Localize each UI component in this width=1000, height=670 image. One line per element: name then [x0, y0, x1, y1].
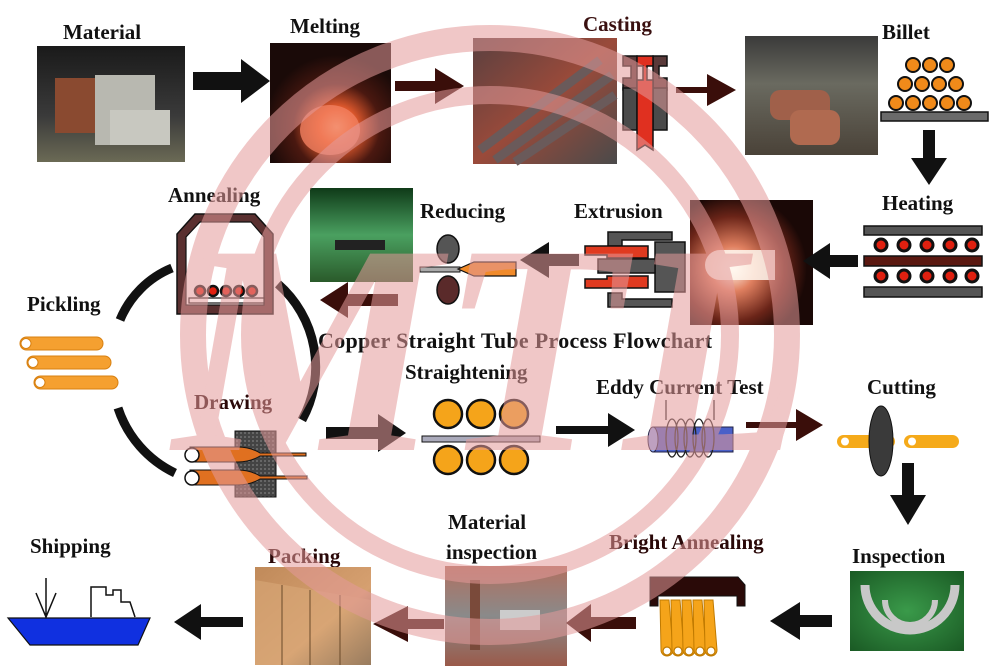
ship-icon [6, 578, 151, 646]
arrow-extrusion-to-reducing [520, 242, 579, 278]
casting-photo [473, 38, 618, 166]
straightening-rolls-icon [421, 398, 541, 476]
cutting-disc-icon [837, 405, 959, 477]
step-label-billet: Billet [882, 20, 930, 44]
arrow-reducing-to-annealing [320, 282, 398, 318]
arrow-straightening-to-eddy [556, 413, 635, 447]
pickled-tubes-icon [19, 336, 119, 390]
step-label-pickling: Pickling [27, 292, 101, 316]
arrow-packing-to-shipping [174, 604, 243, 640]
arrow-inspection-to-bright-annealing [770, 602, 832, 640]
arrow-casting-to-billet [676, 74, 736, 106]
material-photo [37, 46, 185, 162]
arrow-drawing-to-straightening [326, 414, 406, 452]
arrow-heating-to-extrusion [803, 243, 858, 279]
arrow-material-inspection-to-packing [373, 606, 444, 642]
drawing-die-icon [184, 430, 308, 498]
arrow-cutting-to-inspection [890, 463, 926, 525]
heating-furnace-icon [863, 225, 983, 298]
casting-mold-icon [622, 55, 668, 152]
arrow-eddy-to-cutting [746, 409, 823, 441]
arrow-bright-annealing-to-material-inspection [566, 604, 636, 642]
step-label-material: Material [63, 20, 142, 44]
reducing-rolls-icon [419, 234, 517, 305]
packing-crate-photo [255, 567, 371, 665]
step-label-cutting: Cutting [867, 375, 936, 399]
step-label-heating: Heating [882, 191, 954, 215]
step-label-inspection: Inspection [852, 544, 946, 568]
annealing-furnace-icon [176, 213, 274, 315]
arrow-material-to-melting [193, 59, 270, 103]
reducing-mill-photo [310, 188, 413, 282]
extrusion-die-icon [584, 231, 686, 308]
bright-annealing-icon [649, 576, 746, 657]
step-label-shipping: Shipping [30, 534, 111, 558]
arrow-melting-to-casting [395, 68, 464, 104]
billet-photo [745, 36, 878, 155]
eddy-coil-icon [647, 400, 734, 458]
melting-photo [270, 43, 391, 163]
micrometer-photo [850, 571, 964, 651]
extrusion-photo [690, 200, 813, 325]
inspection-machine-photo [445, 566, 567, 666]
arrow-billet-to-heating [911, 130, 947, 185]
billet-stack-icon [880, 57, 989, 122]
